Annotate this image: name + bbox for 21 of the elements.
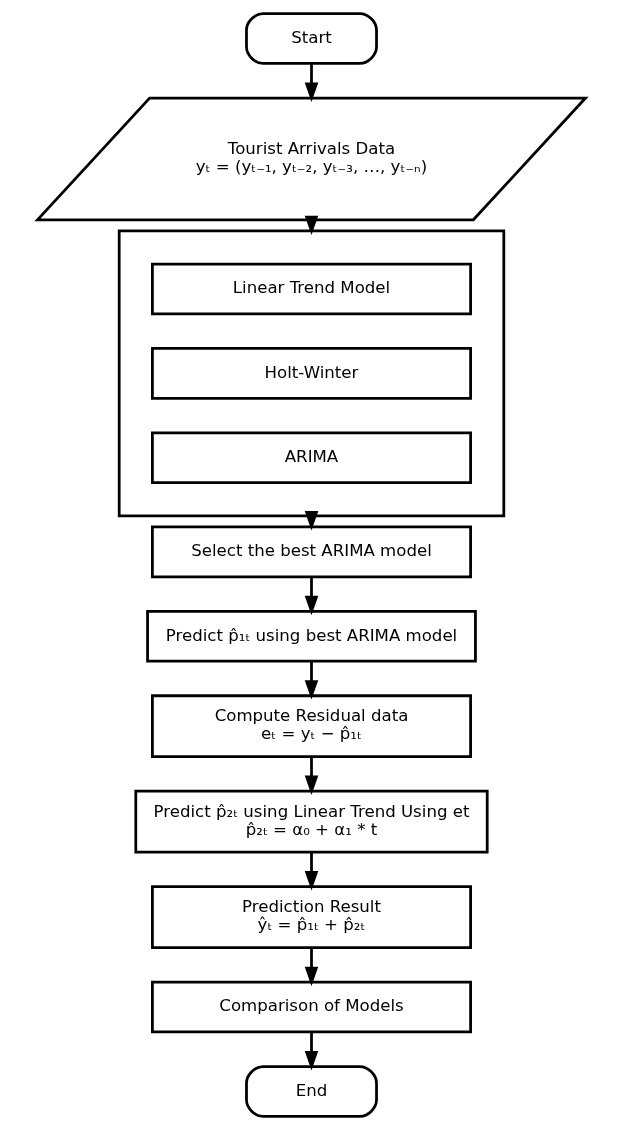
node-box: End	[245, 1065, 378, 1118]
arrow	[304, 948, 319, 987]
node-box: Holt-Winter	[151, 347, 472, 400]
cluster	[117, 229, 506, 518]
node-box: Start	[245, 12, 378, 65]
node-box: Predict p̂₂ₜ using Linear Trend Using et p̂₂ₜ = α₀ + α₁ * t	[134, 789, 489, 854]
node-box: Linear Trend Model	[151, 262, 472, 316]
arrow	[304, 215, 319, 236]
node-box: ARIMA	[151, 431, 472, 485]
node-box: Compute Residual data eₜ = yₜ − p̂₁ₜ	[151, 694, 472, 758]
node-box: Comparison of Models	[151, 980, 472, 1034]
arrow	[304, 661, 319, 700]
node-box: Prediction Result ŷₜ = p̂₁ₜ + p̂₂ₜ	[151, 885, 472, 949]
arrow	[304, 1032, 319, 1071]
node-box: Select the best ARIMA model	[151, 525, 472, 579]
arrow	[304, 756, 319, 795]
arrow	[304, 63, 319, 102]
arrow	[304, 511, 319, 531]
arrow	[304, 852, 319, 891]
node-box: Predict p̂₁ₜ using best ARIMA model	[146, 609, 477, 663]
arrow	[304, 576, 319, 616]
